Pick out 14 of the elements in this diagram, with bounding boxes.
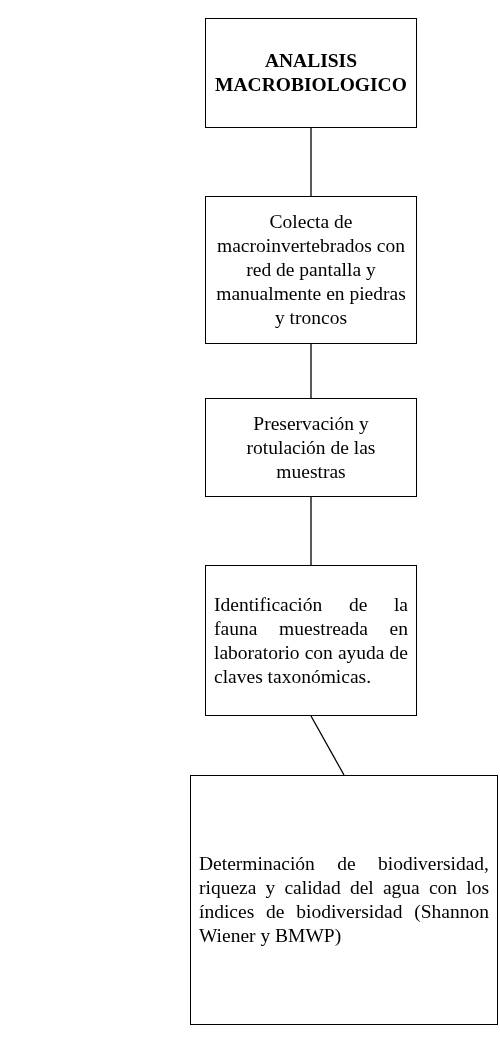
step-text: Colecta de macroinvertebrados con red de pantalla y manualmente en piedras y troncos [215, 210, 407, 330]
process-box [190, 775, 498, 1025]
connector-line [310, 496, 312, 566]
step-text: Identificación de la fauna muestreada en laboratorio con ayuda de claves taxonómicas. [214, 592, 408, 689]
process-box [205, 398, 417, 497]
connector-line [310, 343, 312, 399]
step-text: ANALISIS MACROBIOLOGICO [214, 49, 408, 97]
process-box [205, 196, 417, 344]
connector-line [310, 127, 312, 197]
connector-line [310, 715, 345, 776]
step-text: Preservación y rotulación de las muestras [245, 411, 377, 484]
step-text: Determinación de biodiversidad, riqueza y calidad del agua con los índices de biodiversidad (Shannon Wiener y BMWP) [199, 852, 489, 948]
process-box [205, 565, 417, 716]
process-box [205, 18, 417, 128]
